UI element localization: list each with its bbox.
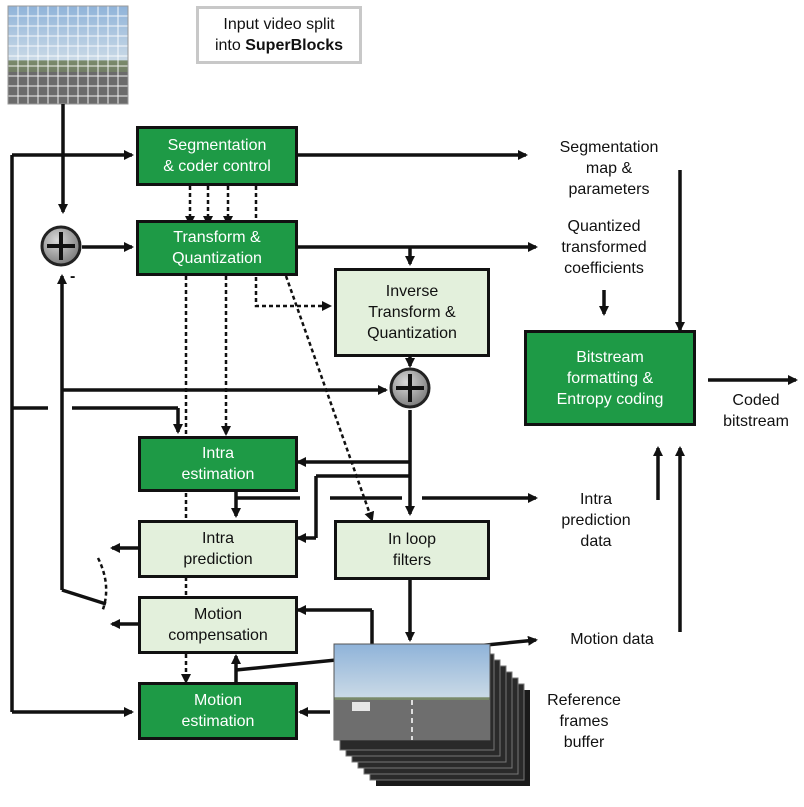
callout-prefix: into	[214, 37, 246, 54]
bitstream-block: Bitstream formatting & Entropy coding	[524, 330, 696, 426]
segmentation-block: Segmentation & coder control	[136, 126, 298, 186]
motion-estimation-block: Motion estimation	[138, 682, 298, 740]
transform-block: Transform & Quantization	[136, 220, 298, 276]
quantized-coefficients-label: Quantized transformed coefficients	[561, 218, 647, 277]
inverse-transform-block: Inverse Transform & Quantization	[334, 268, 490, 357]
reference-frames-stack	[333, 643, 530, 786]
motion-data-label: Motion data	[570, 631, 654, 648]
callout-line2: into SuperBlocks	[199, 35, 359, 56]
input-video-callout: Input video split into SuperBlocks	[196, 6, 362, 64]
sum-node-residual	[40, 225, 82, 267]
intra-estimation-block: Intra estimation	[138, 436, 298, 492]
callout-superblocks: SuperBlocks	[245, 37, 344, 54]
minus-sign: -	[70, 268, 76, 285]
callout-line1: Input video split	[223, 16, 335, 33]
segmentation-map-label: Segmentation map & parameters	[559, 139, 659, 198]
coded-bitstream-label: Coded bitstream	[723, 392, 789, 430]
in-loop-filters-block: In loop filters	[334, 520, 490, 580]
input-video-thumbnail	[7, 5, 129, 105]
motion-compensation-block: Motion compensation	[138, 596, 298, 654]
intra-prediction-block: Intra prediction	[138, 520, 298, 578]
intra-prediction-data-label: Intra prediction data	[561, 491, 631, 550]
sum-node-reconstruction	[389, 367, 431, 409]
reference-frames-label: Reference frames buffer	[547, 692, 621, 751]
